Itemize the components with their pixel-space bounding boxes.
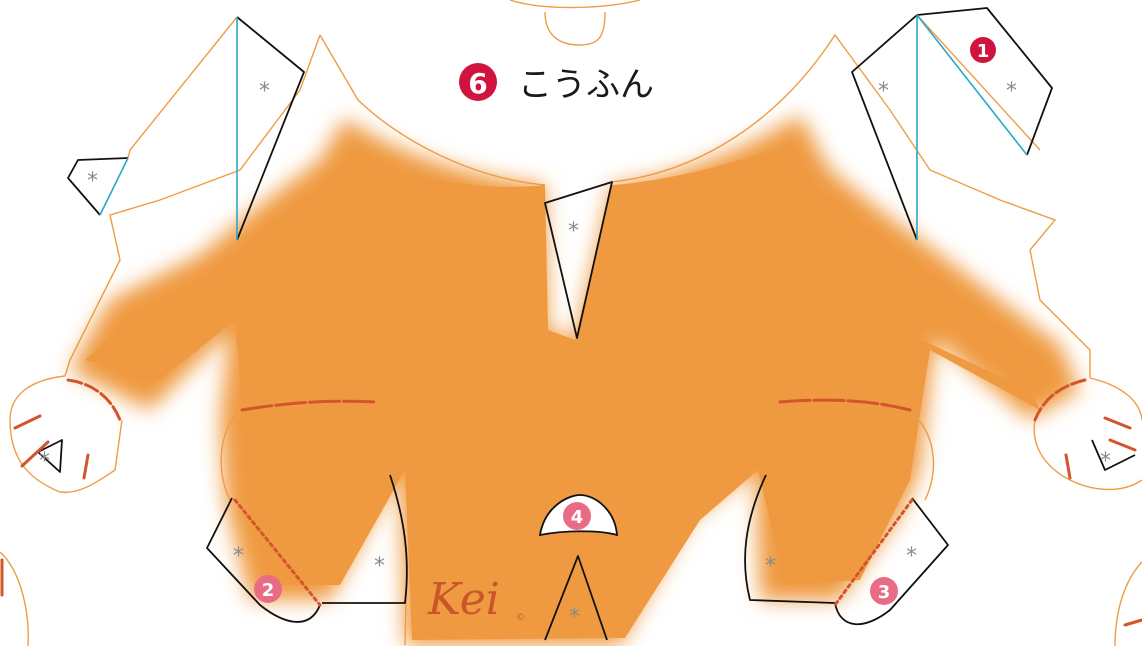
signature-text: Kei [427, 574, 500, 625]
fur-core [85, 145, 1040, 640]
fold-mark: * [878, 79, 889, 104]
fold-lines [99, 14, 1028, 240]
fold-marks: * * * * * * * * * * * * [39, 79, 1111, 630]
part-marker-4: 4 [563, 502, 591, 530]
artist-signature: Kei © [427, 574, 525, 625]
part-marker-3: 3 [870, 577, 898, 605]
part-marker-1: 1 [970, 37, 996, 63]
fold-mark: * [233, 544, 244, 569]
copyright-mark: © [516, 613, 525, 623]
stitch-marks [0, 378, 1142, 627]
part-marker-2: 2 [254, 575, 282, 603]
fold-mark: * [906, 544, 917, 569]
fold-mark: * [1006, 79, 1017, 104]
step-label: こうふん [518, 65, 654, 105]
step-number: 6 [468, 67, 487, 100]
marker-2-label: 2 [262, 580, 275, 601]
fold-mark: * [765, 554, 776, 579]
fold-mark: * [39, 449, 50, 474]
fold-mark: * [568, 219, 579, 244]
step-title: 6 こうふん [459, 63, 654, 105]
fold-mark: * [259, 79, 270, 104]
marker-3-label: 3 [878, 582, 891, 603]
fold-mark: * [569, 605, 580, 630]
fold-mark: * [374, 554, 385, 579]
marker-1-label: 1 [977, 41, 990, 62]
step-number-badge [459, 63, 497, 101]
fold-mark: * [87, 169, 98, 194]
cut-lines [37, 7, 1136, 641]
fold-mark: * [1100, 449, 1111, 474]
marker-4-label: 4 [571, 507, 584, 528]
